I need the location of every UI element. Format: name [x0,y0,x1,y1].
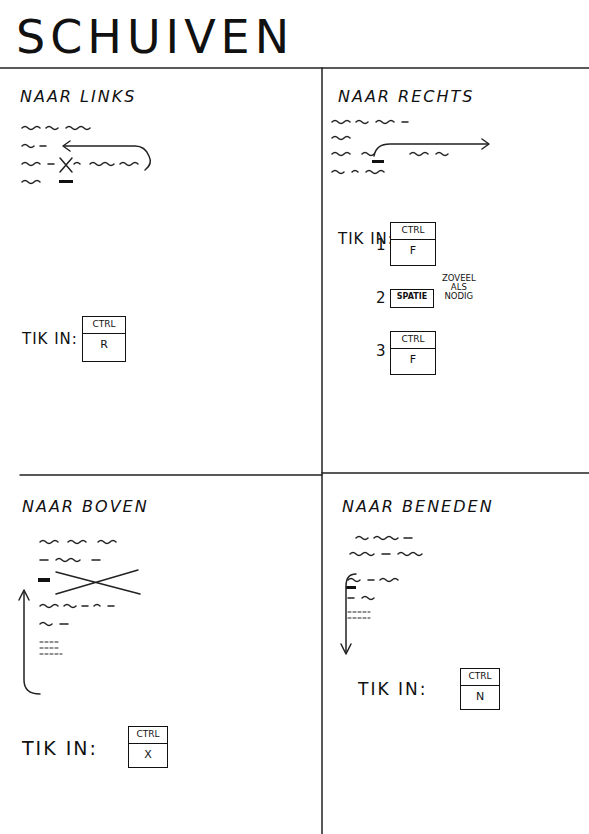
instruction-text: TIK IN: [358,680,427,699]
arrow-head [482,139,489,149]
cursor [346,586,356,589]
section-heading: NAAR BENEDEN [342,498,494,516]
text-scribble [40,541,116,655]
key-cap: CTRLN [460,668,500,710]
page-title: SCHUIVEN [16,12,294,63]
key-cap: CTRLX [128,726,168,768]
key-cap: CTRLF [390,222,436,266]
divider-line [0,67,589,69]
key-cap: CTRLF [390,331,436,375]
section-heading: NAAR BOVEN [22,498,149,516]
cursor [372,160,384,163]
key-letter: F [391,239,435,261]
note-text: ZOVEEL ALS NODIG [442,274,476,301]
key-label: CTRL [391,332,435,348]
section-heading: NAAR RECHTS [338,88,474,106]
arrow-head [19,590,29,600]
text-scribble [22,127,138,184]
section-heading: NAAR LINKS [20,88,136,106]
key-letter: X [129,743,167,765]
key-letter: N [461,685,499,707]
divider-line [321,68,323,834]
delete-mark [56,570,140,594]
delete-mark [60,158,72,172]
cursor [38,578,50,582]
shift-arrow [64,146,150,170]
shift-arrow [374,144,488,156]
instruction-text: TIK IN: [22,738,98,759]
arrow-head [63,141,70,151]
shift-arrow [24,592,40,694]
key-label: CTRL [129,727,167,743]
text-scribble [332,121,448,174]
instruction-text: TIK IN: [22,331,78,348]
step-number: 2 [376,290,386,307]
key-label: SPATIE [391,290,433,305]
key-label: CTRL [391,223,435,239]
key-label: CTRL [461,669,499,685]
divider-line [322,472,589,474]
key-letter: F [391,348,435,370]
key-label: CTRL [83,317,125,333]
arrow-head [341,644,351,654]
cursor [59,180,73,183]
step-number: 3 [376,343,386,360]
shift-arrow [346,574,356,652]
key-letter: R [83,333,125,355]
divider-line [20,474,322,476]
key-button: SPATIE [390,289,434,308]
step-number: 1 [376,237,386,254]
text-scribble [348,537,422,619]
key-cap: CTRLR [82,316,126,362]
